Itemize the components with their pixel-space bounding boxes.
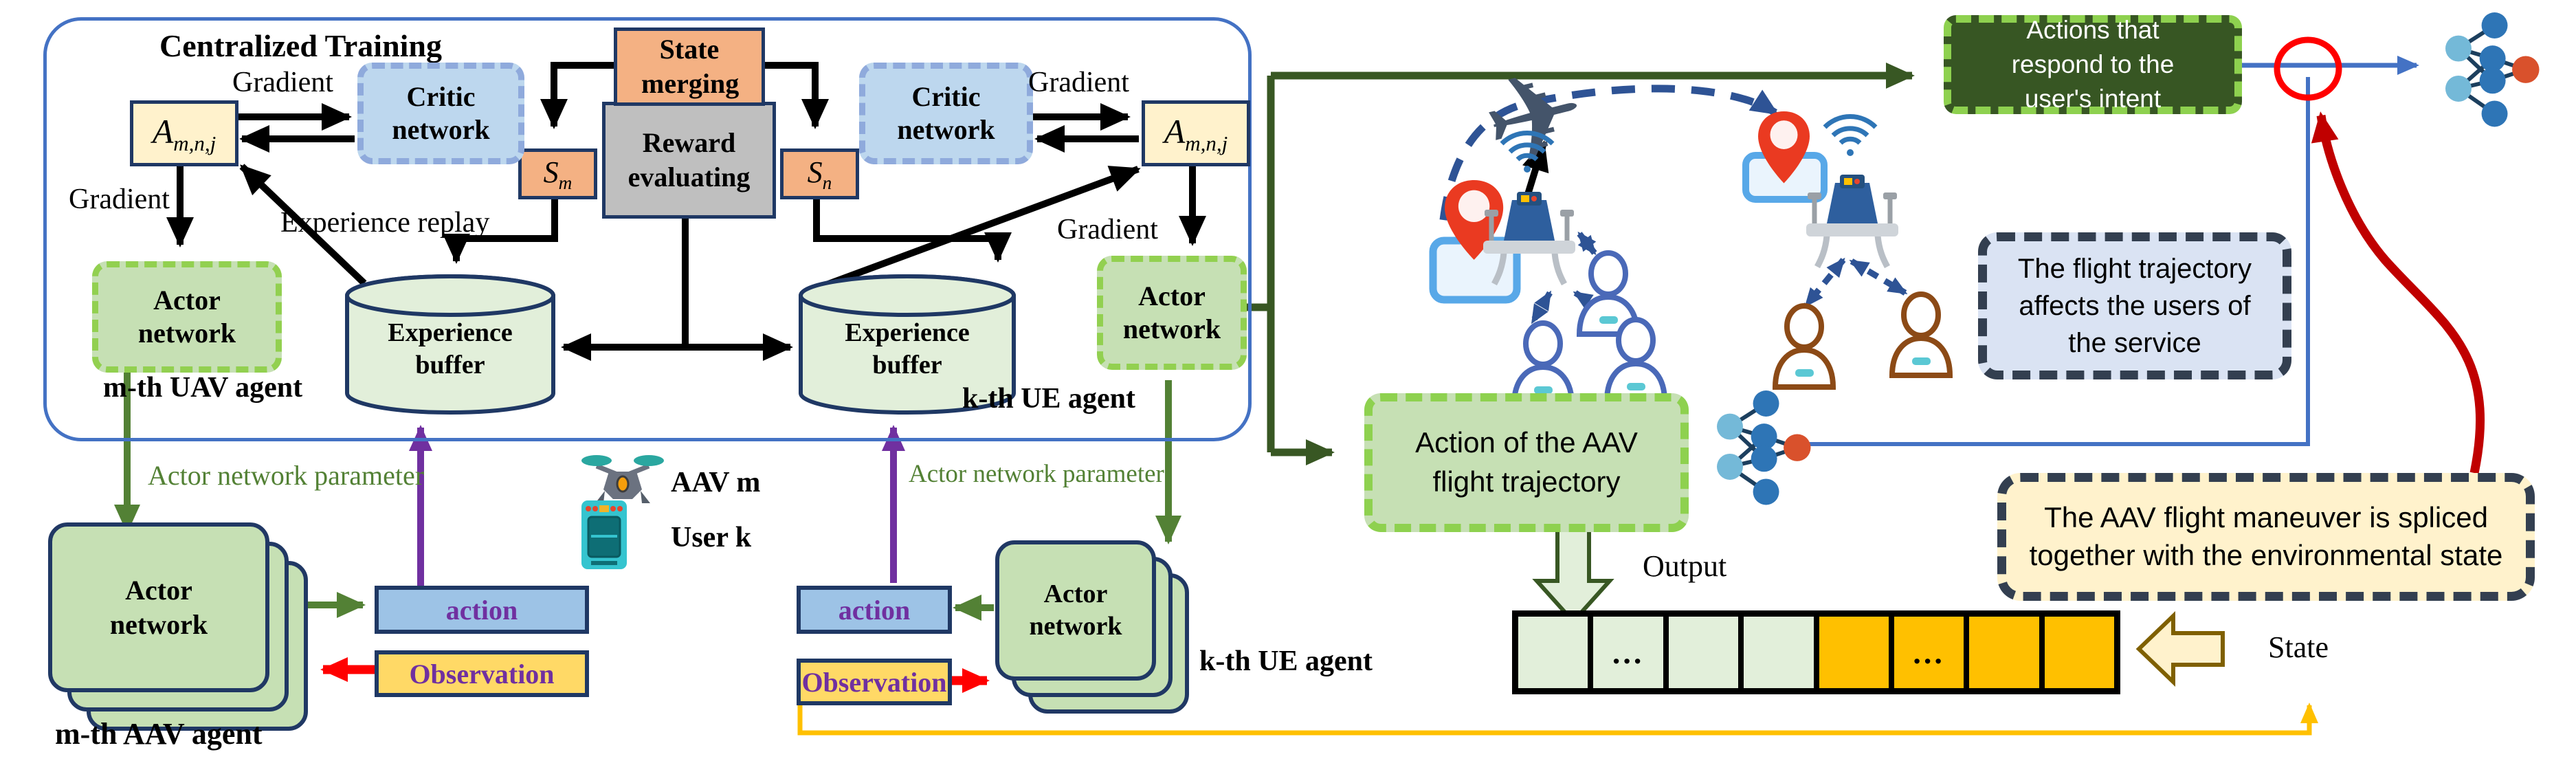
actor-parameter-label: Actor network parameter <box>148 460 425 491</box>
actor-network-box: Actor network <box>1097 256 1247 370</box>
user-icon <box>1775 306 1833 387</box>
state-cell <box>1665 614 1742 691</box>
comm-link-arrows <box>1530 231 1908 324</box>
state-n-label: Sn <box>807 155 832 193</box>
state-merging-label: State merging <box>641 34 740 99</box>
state-cell <box>1515 614 1591 691</box>
experience-buffer-label: Experience buffer <box>845 318 970 380</box>
maneuver-callout: The AAV flight maneuver is spliced toget… <box>1997 473 2535 601</box>
actor-network-label: Actor network <box>1029 579 1122 641</box>
user-icon <box>1892 294 1950 375</box>
reward-evaluating-box: Reward evaluating <box>602 102 776 219</box>
state-cell <box>1966 614 2042 691</box>
output-block-arrow <box>1532 518 1614 625</box>
experience-replay-label: Experience replay <box>280 207 490 239</box>
aav-agent-label: m-th AAV agent <box>55 717 263 751</box>
dark-green-wires <box>1234 63 1915 465</box>
gradient-label: Gradient <box>1057 214 1158 245</box>
splice-curve <box>2311 111 2485 474</box>
state-merging-box: State merging <box>614 27 765 106</box>
experience-arrows <box>409 425 905 586</box>
critic-network-box: Critic network <box>357 63 524 164</box>
action-variable-label: Am,n,j <box>1164 111 1228 155</box>
junction-highlight-circle <box>2274 36 2342 101</box>
state-vector-row: ... ... <box>1512 610 2120 694</box>
action-of-aav-callout: Action of the AAV flight trajectory <box>1364 393 1689 532</box>
observation-box: Observation <box>797 659 952 705</box>
gradient-label: Gradient <box>232 67 333 98</box>
gradient-label: Gradient <box>69 184 170 215</box>
flight-trajectory-path <box>1439 85 1779 221</box>
reward-evaluating-label: Reward evaluating <box>628 127 751 192</box>
centralized-training-frame <box>43 17 1252 441</box>
action-box: action <box>797 586 952 634</box>
state-n-box: Sn <box>780 148 859 199</box>
blue-wires <box>1806 56 2419 446</box>
red-arrows <box>320 657 990 693</box>
ue-agent-label: k-th UE agent <box>1199 646 1373 677</box>
actor-network-label: Actor network <box>1122 280 1221 344</box>
action-variable-box: Am,n,j <box>1142 100 1250 166</box>
critic-network-label: Critic network <box>392 81 490 145</box>
action-box: action <box>375 586 589 634</box>
action-variable-box: Am,n,j <box>130 100 238 166</box>
actions-intent-callout: Actions that respond to the user's inten… <box>1944 15 2242 114</box>
actor-parameter-label: Actor network parameter <box>909 460 1164 488</box>
airplane-icon: ✈ <box>1469 38 1601 198</box>
experience-buffer-label: Experience buffer <box>388 318 513 380</box>
actor-network-label: Actor network <box>137 285 236 349</box>
flight-trajectory-callout: The flight trajectory affects the users … <box>1978 232 2291 379</box>
ue-agent-label: k-th UE agent <box>962 383 1136 415</box>
critic-network-box: Critic network <box>859 63 1033 164</box>
experience-buffer-cylinders <box>345 274 1016 415</box>
user-k-label: User k <box>671 522 752 553</box>
user-k-icon <box>581 500 627 569</box>
uav-agent-label: m-th UAV agent <box>103 372 303 404</box>
state-block-arrow <box>2135 610 2225 687</box>
actor-network-label: Actor network <box>109 574 208 640</box>
actor-stack-front: Actor network <box>48 522 269 692</box>
black-connectors <box>166 62 1549 361</box>
wifi-signal-icon <box>1825 117 1876 156</box>
state-label: State <box>2268 630 2329 664</box>
actor-network-box: Actor network <box>92 261 282 373</box>
user-icon <box>1514 323 1572 404</box>
green-arrows <box>114 367 1181 621</box>
state-m-box: Sm <box>518 148 597 199</box>
gradient-label: Gradient <box>1028 67 1129 98</box>
gold-state-wire <box>797 703 2318 736</box>
critic-network-label: Critic network <box>897 81 995 145</box>
neural-network-icon <box>1717 390 1811 505</box>
state-cell <box>2041 614 2117 691</box>
action-variable-label: Am,n,j <box>152 111 216 155</box>
state-cell <box>1816 614 1891 691</box>
state-cell: ... <box>1891 614 1967 691</box>
output-label: Output <box>1643 549 1727 583</box>
neural-network-icon <box>2445 12 2540 126</box>
observation-box: Observation <box>375 650 589 697</box>
aav-m-label: AAV m <box>671 467 761 498</box>
state-cell <box>1741 614 1817 691</box>
state-cell: ... <box>1590 614 1666 691</box>
state-m-label: Sm <box>543 155 573 193</box>
actor-stack-front: Actor network <box>995 540 1156 681</box>
centralized-training-title: Centralized Training <box>159 28 443 63</box>
aav-m-icon <box>581 455 664 503</box>
